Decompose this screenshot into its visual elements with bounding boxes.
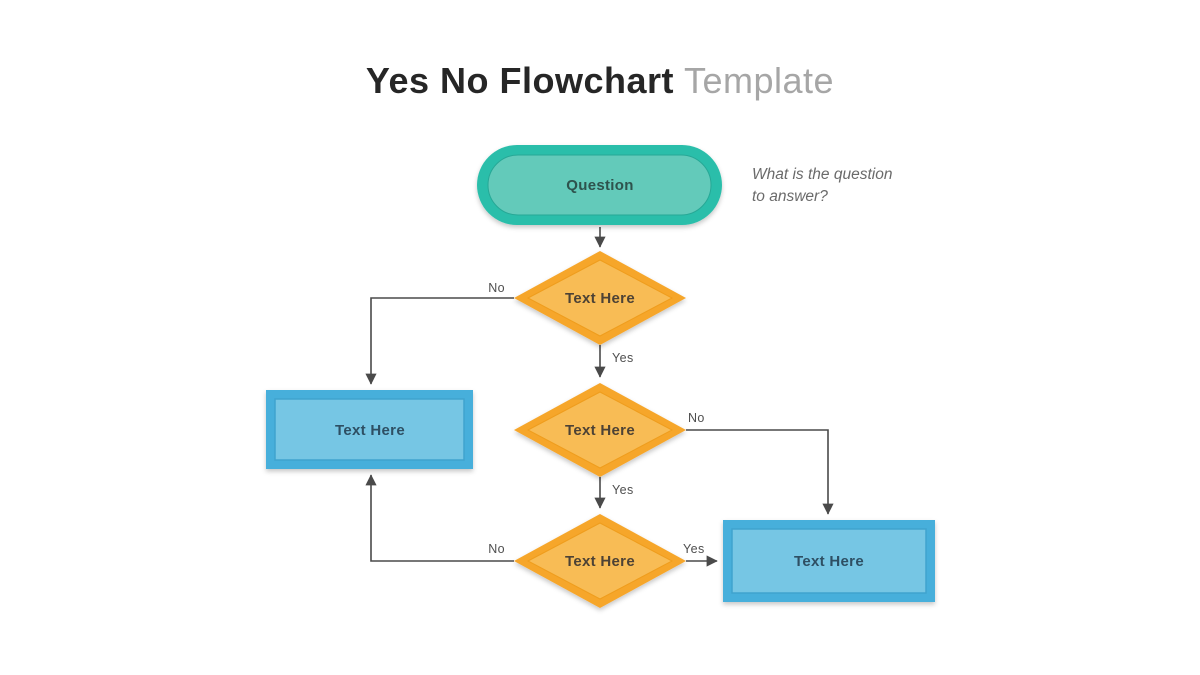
annotation-line-2: to answer? — [752, 188, 828, 206]
start-node-inner — [487, 154, 712, 216]
edge-label-decision2-no: No — [688, 411, 705, 425]
edge-label-decision1-yes: Yes — [612, 351, 634, 365]
decision-node-1-label: Text Here — [565, 290, 635, 307]
edge-decision3-no — [365, 474, 514, 562]
decision-node-3-inner — [526, 522, 674, 600]
edge-label-decision3-no: No — [488, 542, 505, 556]
edge-label-decision3-yes: Yes — [683, 542, 705, 556]
decision-node-3: Text Here — [514, 514, 686, 608]
start-node-label: Question — [566, 177, 633, 194]
edge-decision2-no — [686, 429, 834, 515]
decision-node-3-label: Text Here — [565, 553, 635, 570]
edge-decision1-no — [365, 297, 514, 385]
process-node-right-inner — [731, 528, 927, 594]
edge-label-decision1-no: No — [488, 281, 505, 295]
decision-node-2-label: Text Here — [565, 422, 635, 439]
annotation-line-1: What is the question — [752, 166, 893, 183]
process-node-right: Text Here — [723, 520, 935, 602]
decision-node-2: Text Here — [514, 383, 686, 477]
process-node-left-inner — [274, 398, 465, 461]
process-node-left-label: Text Here — [335, 422, 405, 439]
annotation-note: What is the question to answer? — [752, 164, 892, 209]
title-secondary: Template — [684, 60, 835, 101]
title-main: Yes No Flowchart — [365, 60, 674, 101]
start-node: Question — [477, 145, 722, 225]
process-node-right-label: Text Here — [794, 553, 864, 570]
edge-label-decision2-yes: Yes — [612, 483, 634, 497]
decision-node-1: Text Here — [514, 251, 686, 345]
decision-node-2-inner — [526, 391, 674, 469]
process-node-left: Text Here — [266, 390, 473, 469]
decision-node-1-inner — [526, 259, 674, 337]
